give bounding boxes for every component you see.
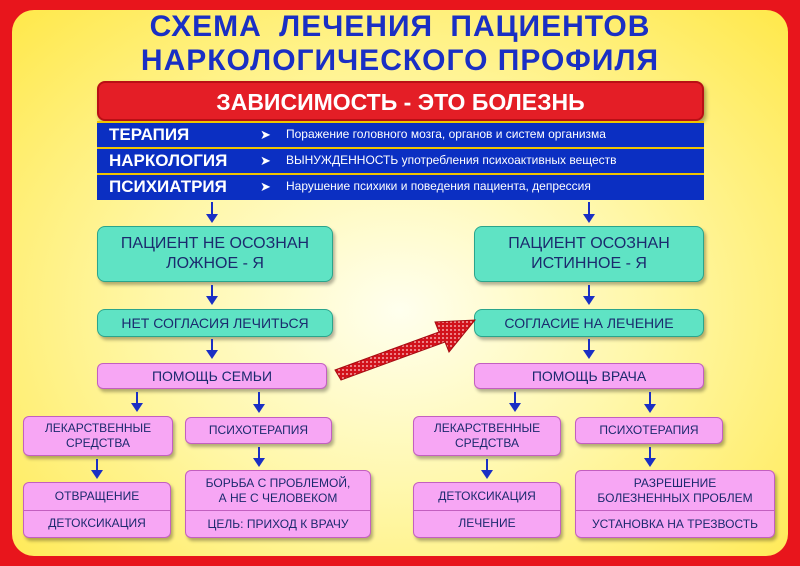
arrow-right-icon: ➤: [260, 179, 271, 194]
category-label: ТЕРАПИЯ: [109, 125, 190, 144]
right-help-text: ПОМОЩЬ ВРАЧА: [531, 367, 647, 384]
left-psychotherapy-result-1-line1: БОРЬБА С ПРОБЛЕМОЙ,: [205, 476, 351, 491]
divider: [185, 510, 371, 511]
category-label: ПСИХИАТРИЯ: [109, 177, 227, 196]
left-psychotherapy-result-2: ЦЕЛЬ: ПРИХОД К ВРАЧУ: [207, 516, 349, 531]
left-medication-result-1: ОТВРАЩЕНИЕ: [54, 489, 140, 503]
right-psychotherapy-result-1-line2: БОЛЕЗНЕННЫХ ПРОБЛЕМ: [597, 491, 753, 506]
left-medication-box: ЛЕКАРСТВЕННЫЕ СРЕДСТВА: [23, 416, 173, 456]
category-description: Нарушение психики и поведения пациента, …: [286, 179, 591, 193]
category-band: ТЕРАПИЯ ➤ Поражение головного мозга, орг…: [97, 121, 704, 200]
right-status-box: ПАЦИЕНТ ОСОЗНАН ИСТИННОЕ - Я: [474, 226, 704, 282]
left-psychotherapy-result-1-line2: А НЕ С ЧЕЛОВЕКОМ: [218, 491, 338, 506]
headline-banner: ЗАВИСИМОСТЬ - ЭТО БОЛЕЗНЬ: [97, 81, 704, 121]
right-medication-result-2: ЛЕЧЕНИЕ: [458, 516, 516, 530]
right-psychotherapy-results-box: РАЗРЕШЕНИЕ БОЛЕЗНЕННЫХ ПРОБЛЕМ УСТАНОВКА…: [575, 470, 775, 538]
left-psychotherapy-box: ПСИХОТЕРАПИЯ: [185, 417, 332, 444]
right-psychotherapy-result-1-line1: РАЗРЕШЕНИЕ: [633, 476, 717, 491]
divider: [413, 510, 561, 511]
category-row-therapy: ТЕРАПИЯ ➤ Поражение головного мозга, орг…: [97, 121, 704, 146]
right-medication-line2: СРЕДСТВА: [454, 436, 519, 450]
right-status-line2: ИСТИННОЕ - Я: [531, 255, 647, 272]
right-consent-box: СОГЛАСИЕ НА ЛЕЧЕНИЕ: [474, 309, 704, 337]
poster-title-line2: НАРКОЛОГИЧЕСКОГО ПРОФИЛЯ: [140, 44, 660, 77]
category-row-psychiatry: ПСИХИАТРИЯ ➤ Нарушение психики и поведен…: [97, 173, 704, 198]
left-medication-result-2: ДЕТОКСИКАЦИЯ: [48, 516, 146, 530]
left-help-box: ПОМОЩЬ СЕМЬИ: [97, 363, 327, 389]
arrow-right-icon: ➤: [260, 127, 271, 142]
right-psychotherapy-result-1: РАЗРЕШЕНИЕ БОЛЕЗНЕННЫХ ПРОБЛЕМ: [597, 476, 752, 506]
left-psychotherapy-result-1: БОРЬБА С ПРОБЛЕМОЙ, А НЕ С ЧЕЛОВЕКОМ: [206, 476, 351, 506]
arrow-right-icon: ➤: [260, 153, 271, 168]
right-medication-line1: ЛЕКАРСТВЕННЫЕ: [433, 421, 541, 435]
right-status-line1: ПАЦИЕНТ ОСОЗНАН: [508, 235, 670, 252]
left-medication-line2: СРЕДСТВА: [65, 436, 130, 450]
left-consent-text: НЕТ СОГЛАСИЯ ЛЕЧИТЬСЯ: [121, 314, 309, 331]
left-psychotherapy-results-box: БОРЬБА С ПРОБЛЕМОЙ, А НЕ С ЧЕЛОВЕКОМ ЦЕЛ…: [185, 470, 371, 538]
category-description: Поражение головного мозга, органов и сис…: [286, 127, 606, 141]
left-consent-box: НЕТ СОГЛАСИЯ ЛЕЧИТЬСЯ: [97, 309, 333, 337]
divider: [23, 510, 171, 511]
right-consent-text: СОГЛАСИЕ НА ЛЕЧЕНИЕ: [504, 314, 674, 331]
right-medication-result-1: ДЕТОКСИКАЦИЯ: [438, 489, 536, 503]
right-help-box: ПОМОЩЬ ВРАЧА: [474, 363, 704, 389]
right-psychotherapy-text: ПСИХОТЕРАПИЯ: [599, 423, 699, 437]
left-help-text: ПОМОЩЬ СЕМЬИ: [151, 367, 273, 384]
category-description: ВЫНУЖДЕННОСТЬ употребления психоактивных…: [286, 153, 617, 167]
category-row-narcology: НАРКОЛОГИЯ ➤ ВЫНУЖДЕННОСТЬ употребления …: [97, 147, 704, 172]
poster-title-line1: СХЕМА ЛЕЧЕНИЯ ПАЦИЕНТОВ: [149, 10, 651, 43]
transition-arrow-icon: [334, 319, 477, 381]
right-psychotherapy-result-2: УСТАНОВКА НА ТРЕЗВОСТЬ: [592, 516, 758, 531]
category-label: НАРКОЛОГИЯ: [109, 151, 228, 170]
right-medication-box: ЛЕКАРСТВЕННЫЕ СРЕДСТВА: [413, 416, 561, 456]
left-status-box: ПАЦИЕНТ НЕ ОСОЗНАН ЛОЖНОЕ - Я: [97, 226, 333, 282]
left-psychotherapy-text: ПСИХОТЕРАПИЯ: [208, 423, 309, 437]
left-status-line1: ПАЦИЕНТ НЕ ОСОЗНАН: [120, 235, 310, 252]
left-medication-line1: ЛЕКАРСТВЕННЫЕ: [44, 421, 152, 435]
divider: [575, 510, 775, 511]
right-psychotherapy-box: ПСИХОТЕРАПИЯ: [575, 417, 723, 444]
left-status-line2: ЛОЖНОЕ - Я: [166, 255, 264, 272]
